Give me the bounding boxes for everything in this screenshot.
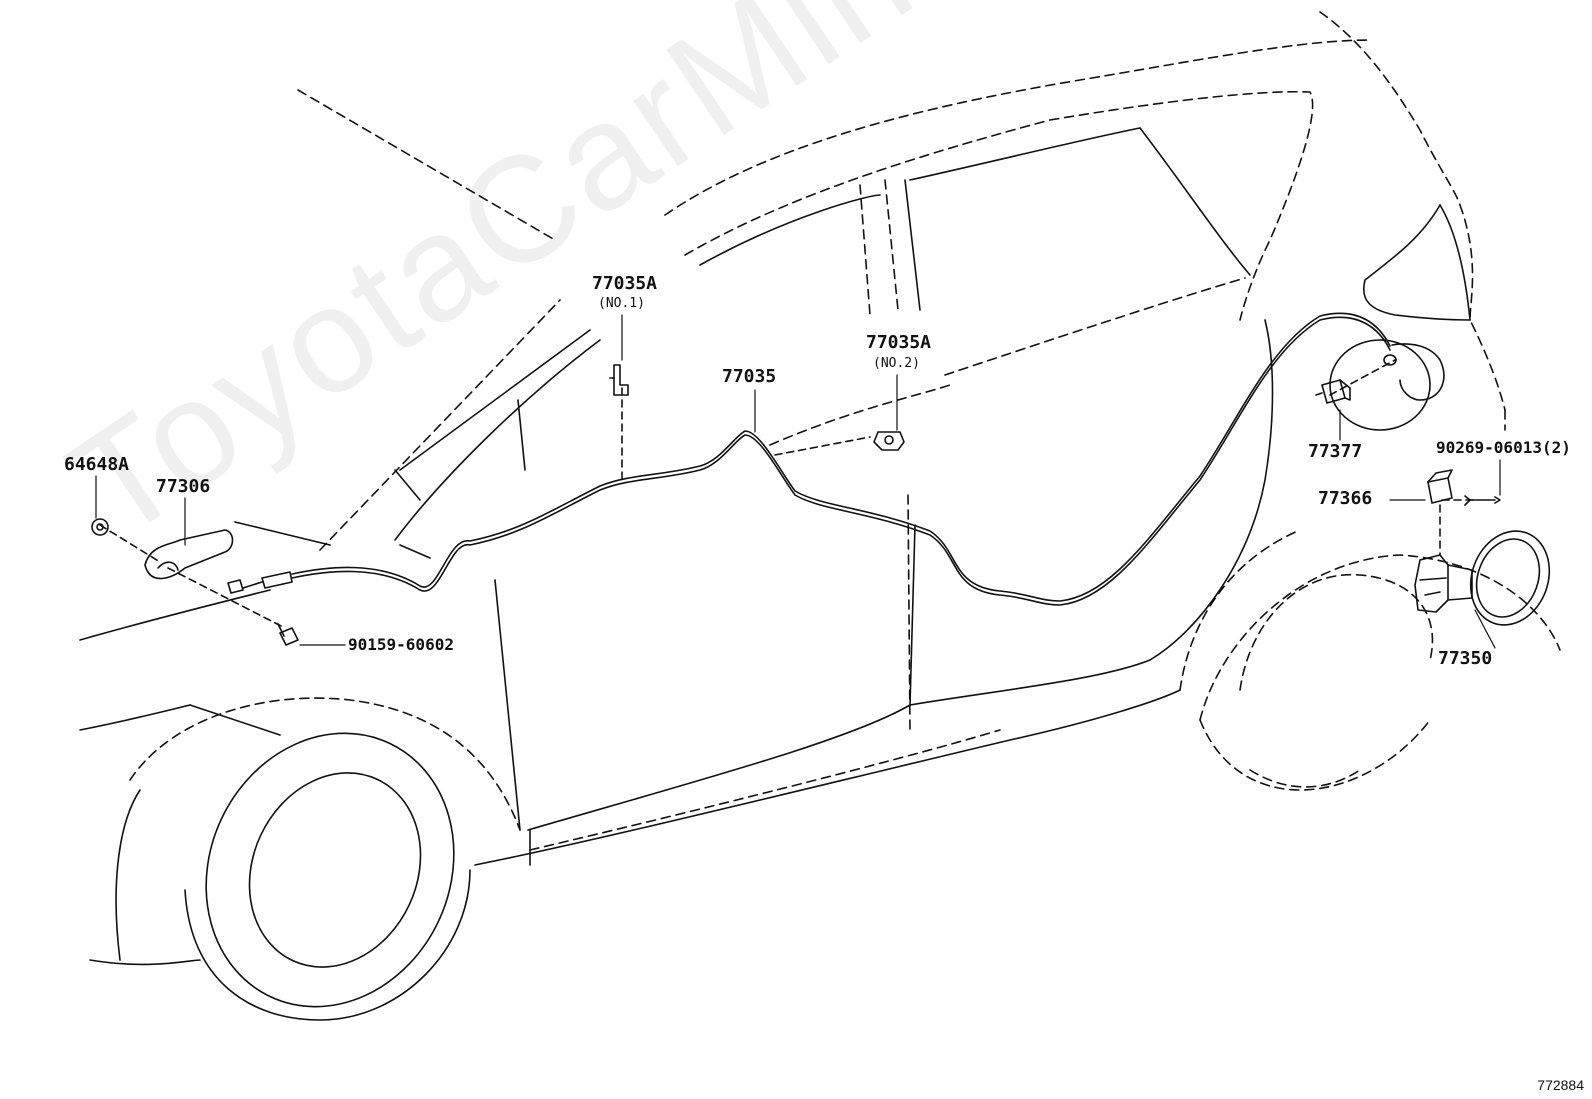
- part-label-77377: 77377: [1308, 441, 1363, 462]
- clip-77035a-no2: [873, 431, 905, 451]
- part-sublabel-77035a-no1: (NO.1): [598, 296, 645, 311]
- car-body-outline: [79, 11, 1561, 1021]
- nut-64648a: [91, 518, 109, 536]
- part-label-77350: 77350: [1438, 648, 1493, 669]
- housing-77366: [1427, 469, 1453, 504]
- clamp-77035a-no1: [609, 364, 629, 396]
- part-label-90159-60602: 90159-60602: [348, 635, 454, 654]
- part-label-77306: 77306: [156, 476, 211, 497]
- label-leaders: [95, 314, 1501, 649]
- part-label-64648a: 64648A: [64, 454, 130, 475]
- part-label-77035a-no2: 77035A: [866, 332, 932, 353]
- part-label-77035: 77035: [722, 366, 777, 387]
- fuel-lid-77350: [1414, 530, 1551, 626]
- fuel-door-outline: [1329, 339, 1431, 431]
- release-cable: [291, 312, 1445, 606]
- part-label-90269-06013: 90269-06013(2): [1436, 438, 1571, 457]
- diagram-id: 772884: [1537, 1077, 1584, 1093]
- part-sublabel-77035a-no2: (NO.2): [873, 356, 920, 371]
- bolt-90159-60602: [277, 623, 299, 646]
- screw-90269-06013: [1464, 495, 1501, 506]
- lever-77306: [144, 529, 293, 594]
- leader-lines: [99, 359, 1476, 629]
- part-label-77035a-no1: 77035A: [592, 273, 658, 294]
- part-label-77366: 77366: [1318, 488, 1373, 509]
- lock-77377: [1315, 379, 1351, 404]
